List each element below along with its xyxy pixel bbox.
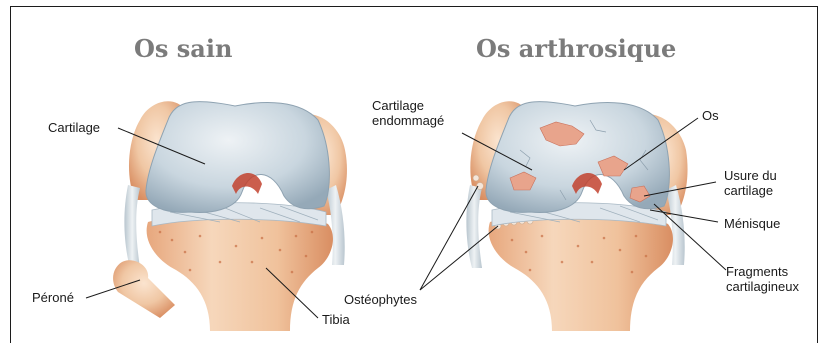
arthritic-knee — [466, 101, 687, 331]
healthy-knee — [113, 101, 347, 331]
tibia-arthritic — [489, 216, 673, 332]
leader-osteophytes-2 — [420, 226, 498, 290]
lateral-ligament-arthritic — [466, 185, 482, 268]
label-menisque: Ménisque — [724, 216, 780, 231]
label-osteophytes: Ostéophytes — [344, 292, 417, 307]
label-os: Os — [702, 108, 719, 123]
label-tibia: Tibia — [322, 312, 350, 327]
tibia — [147, 216, 333, 332]
lateral-ligament — [124, 185, 140, 268]
fibula — [113, 260, 175, 318]
healthy-cartilage — [146, 102, 329, 213]
label-cartilage: Cartilage — [48, 120, 100, 135]
label-fragments-cartilagineux: Fragments cartilagineux — [726, 264, 799, 294]
label-perone: Péroné — [32, 290, 74, 305]
label-usure-du-cartilage: Usure du cartilage — [724, 168, 777, 198]
label-cartilage-endommage: Cartilage endommagé — [372, 98, 444, 128]
healthy-bone-title: Os sain — [134, 34, 232, 63]
arthritic-bone-title: Os arthrosique — [476, 34, 676, 63]
